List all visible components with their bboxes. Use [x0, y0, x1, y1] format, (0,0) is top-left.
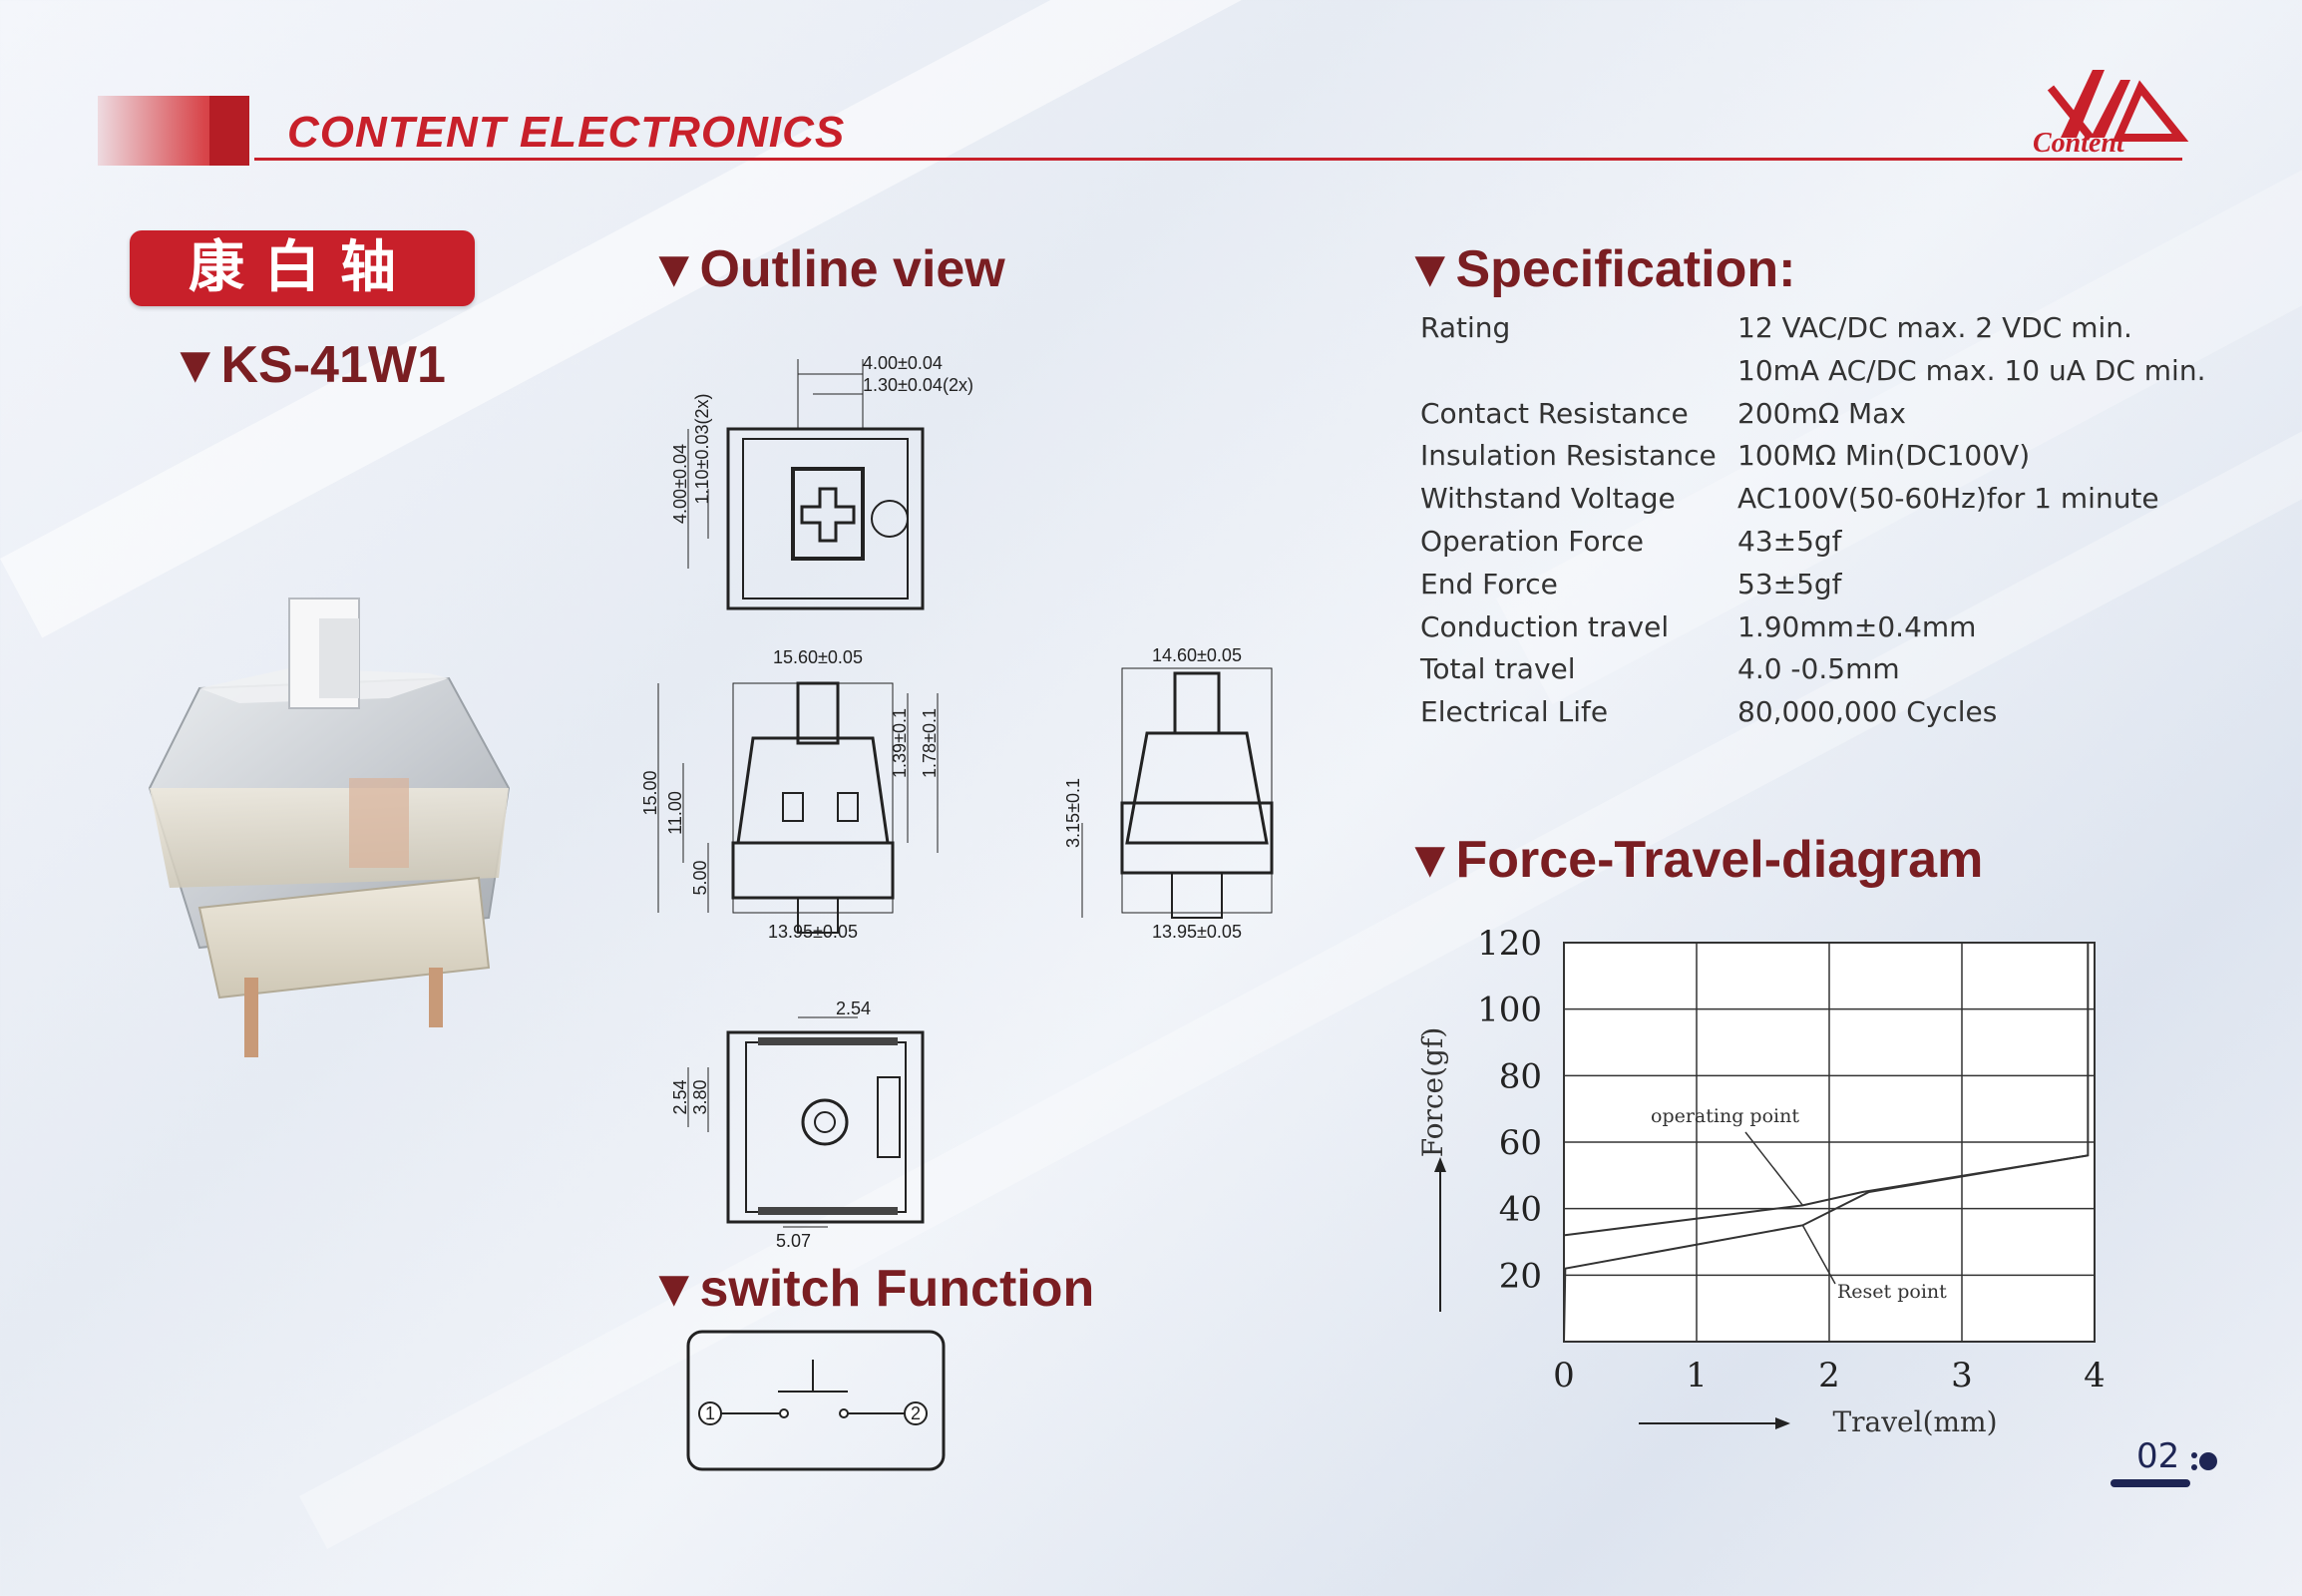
spec-value: 100MΩ Min(DC100V) [1737, 439, 2031, 473]
specification-title: ▼Specification: [1404, 240, 1796, 298]
dim-top-slot: 1.30±0.04(2x) [863, 375, 973, 395]
chart-y-tick-label: 40 [1499, 1190, 1542, 1230]
header-accent-block-dark [209, 96, 249, 166]
chart-y-tick-label: 100 [1477, 991, 1542, 1030]
spec-value: 10mA AC/DC max. 10 uA DC min. [1737, 353, 2206, 387]
chart-y-axis-label: Force(gf) [1416, 1027, 1449, 1158]
dim-bottom-left2: 3.80 [690, 1079, 710, 1114]
y-axis-arrowhead-icon [1434, 1157, 1446, 1172]
product-chinese-name: 康白轴 [130, 230, 475, 306]
dim-side2-bottom: 13.95±0.05 [1152, 922, 1242, 942]
spec-row: Contact Resistance 200mΩ Max [1420, 397, 2218, 437]
spec-value: 43±5gf [1737, 525, 1842, 558]
chart-y-tick-label: 20 [1499, 1256, 1542, 1296]
annotation-reset-point-leader [1801, 1224, 1836, 1285]
spec-value: 4.0 -0.5mm [1737, 652, 1900, 686]
spec-row: 10mA AC/DC max. 10 uA DC min. [1420, 354, 2218, 394]
dim-top-height: 4.00±0.04 [670, 444, 690, 524]
header-divider [254, 158, 2182, 161]
chart-x-tick-label: 0 [1553, 1356, 1575, 1396]
spec-label: Contact Resistance [1420, 396, 1689, 430]
spec-value: 53±5gf [1737, 567, 1842, 600]
page-number: 02 [2136, 1436, 2180, 1476]
spec-label: Withstand Voltage [1420, 482, 1676, 516]
spec-row: Operation Force 43±5gf [1420, 525, 2218, 565]
switch-function-diagram: 1 2 [686, 1330, 946, 1471]
dim-side1-width: 15.60±0.05 [773, 647, 863, 667]
content-logo-icon [2047, 70, 2189, 142]
spec-label: Insulation Resistance [1420, 439, 1717, 473]
product-model: ▼KS-41W1 [170, 336, 446, 394]
switch-product-image [148, 598, 511, 1057]
brand-name: CONTENT ELECTRONICS [287, 108, 846, 157]
outline-bottom-view: 2.54 2.54 3.80 5.07 [670, 998, 925, 1251]
annotation-operating-point: operating point [1651, 1105, 1799, 1127]
spec-value: 1.90mm±0.4mm [1737, 609, 1977, 643]
logo-text: Content [2033, 128, 2124, 159]
outline-view-title: ▼Outline view [648, 240, 1005, 298]
pin-2-label: 2 [911, 1403, 921, 1423]
chart-x-tick-label: 1 [1686, 1356, 1708, 1396]
dim-side1-stroke2: 1.78±0.1 [920, 708, 940, 778]
page-number-decoration [2110, 1452, 2217, 1487]
dim-top-slot-height: 1.10±0.03(2x) [692, 394, 712, 505]
annotation-operating-point-leader [1744, 1131, 1803, 1206]
annotation-reset-point: Reset point [1837, 1281, 1947, 1303]
chart-x-tick-label: 2 [1818, 1356, 1840, 1396]
dim-side1-mid: 11.00 [665, 791, 685, 835]
dim-top-width: 4.00±0.04 [863, 353, 943, 373]
spec-value: 80,000,000 Cycles [1737, 695, 1998, 729]
dim-side2-width: 14.60±0.05 [1152, 645, 1242, 665]
dim-side1-stroke: 1.39±0.1 [890, 708, 910, 778]
spec-row: Withstand Voltage AC100V(50-60Hz)for 1 mi… [1420, 482, 2218, 522]
spec-value: 12 VAC/DC max. 2 VDC min. [1737, 311, 2132, 344]
chart-x-tick-label: 3 [1951, 1356, 1973, 1396]
dim-side2-height: 3.15±0.1 [1063, 778, 1083, 848]
chart-x-tick-label: 4 [2084, 1356, 2106, 1396]
outline-side-view-right: 14.60±0.05 3.15±0.1 13.95±0.05 [1063, 645, 1274, 942]
spec-label: Total travel [1420, 652, 1576, 686]
spec-label: Conduction travel [1420, 609, 1670, 643]
dim-side1-bottom: 13.95±0.05 [768, 922, 858, 942]
x-axis-arrowhead-icon [1775, 1417, 1790, 1429]
dim-bottom-left1: 2.54 [670, 1079, 690, 1114]
outline-top-view: 4.00±0.04 1.30±0.04(2x) 4.00±0.04 1.10±0… [670, 353, 973, 610]
spec-label: End Force [1420, 567, 1558, 600]
spec-value: 200mΩ Max [1737, 396, 1906, 430]
chart-y-tick-label: 80 [1499, 1056, 1542, 1096]
dim-bottom-offset: 5.07 [776, 1231, 811, 1251]
spec-row: End Force 53±5gf [1420, 568, 2218, 607]
spec-row: Electrical Life 80,000,000 Cycles [1420, 695, 2218, 735]
spec-label: Operation Force [1420, 525, 1644, 558]
switch-function-title: ▼switch Function [648, 1260, 1095, 1318]
chart-y-tick-label: 120 [1477, 924, 1542, 964]
chart-y-tick-label: 60 [1499, 1123, 1542, 1163]
dim-side1-base: 5.00 [690, 860, 710, 895]
spec-row: Insulation Resistance 100MΩ Min(DC100V) [1420, 439, 2218, 479]
outline-side-view-front: 15.60±0.05 15.00 11.00 5.00 1.39±0.1 1.7… [640, 647, 940, 942]
dim-bottom-pin-spacing: 2.54 [836, 998, 871, 1018]
spec-row: Total travel 4.0 -0.5mm [1420, 652, 2218, 692]
chart-x-axis-label: Travel(mm) [1832, 1405, 1997, 1438]
dim-side1-height: 15.00 [640, 770, 660, 815]
force-travel-title: ▼Force-Travel-diagram [1404, 831, 1984, 889]
spec-row: Conduction travel 1.90mm±0.4mm [1420, 610, 2218, 650]
spec-row: Rating 12 VAC/DC max. 2 VDC min. [1420, 311, 2218, 351]
pin-1-label: 1 [705, 1403, 715, 1423]
spec-label: Electrical Life [1420, 695, 1609, 729]
spec-label: Rating [1420, 311, 1511, 344]
spec-value: AC100V(50-60Hz)for 1 minute [1737, 482, 2159, 516]
